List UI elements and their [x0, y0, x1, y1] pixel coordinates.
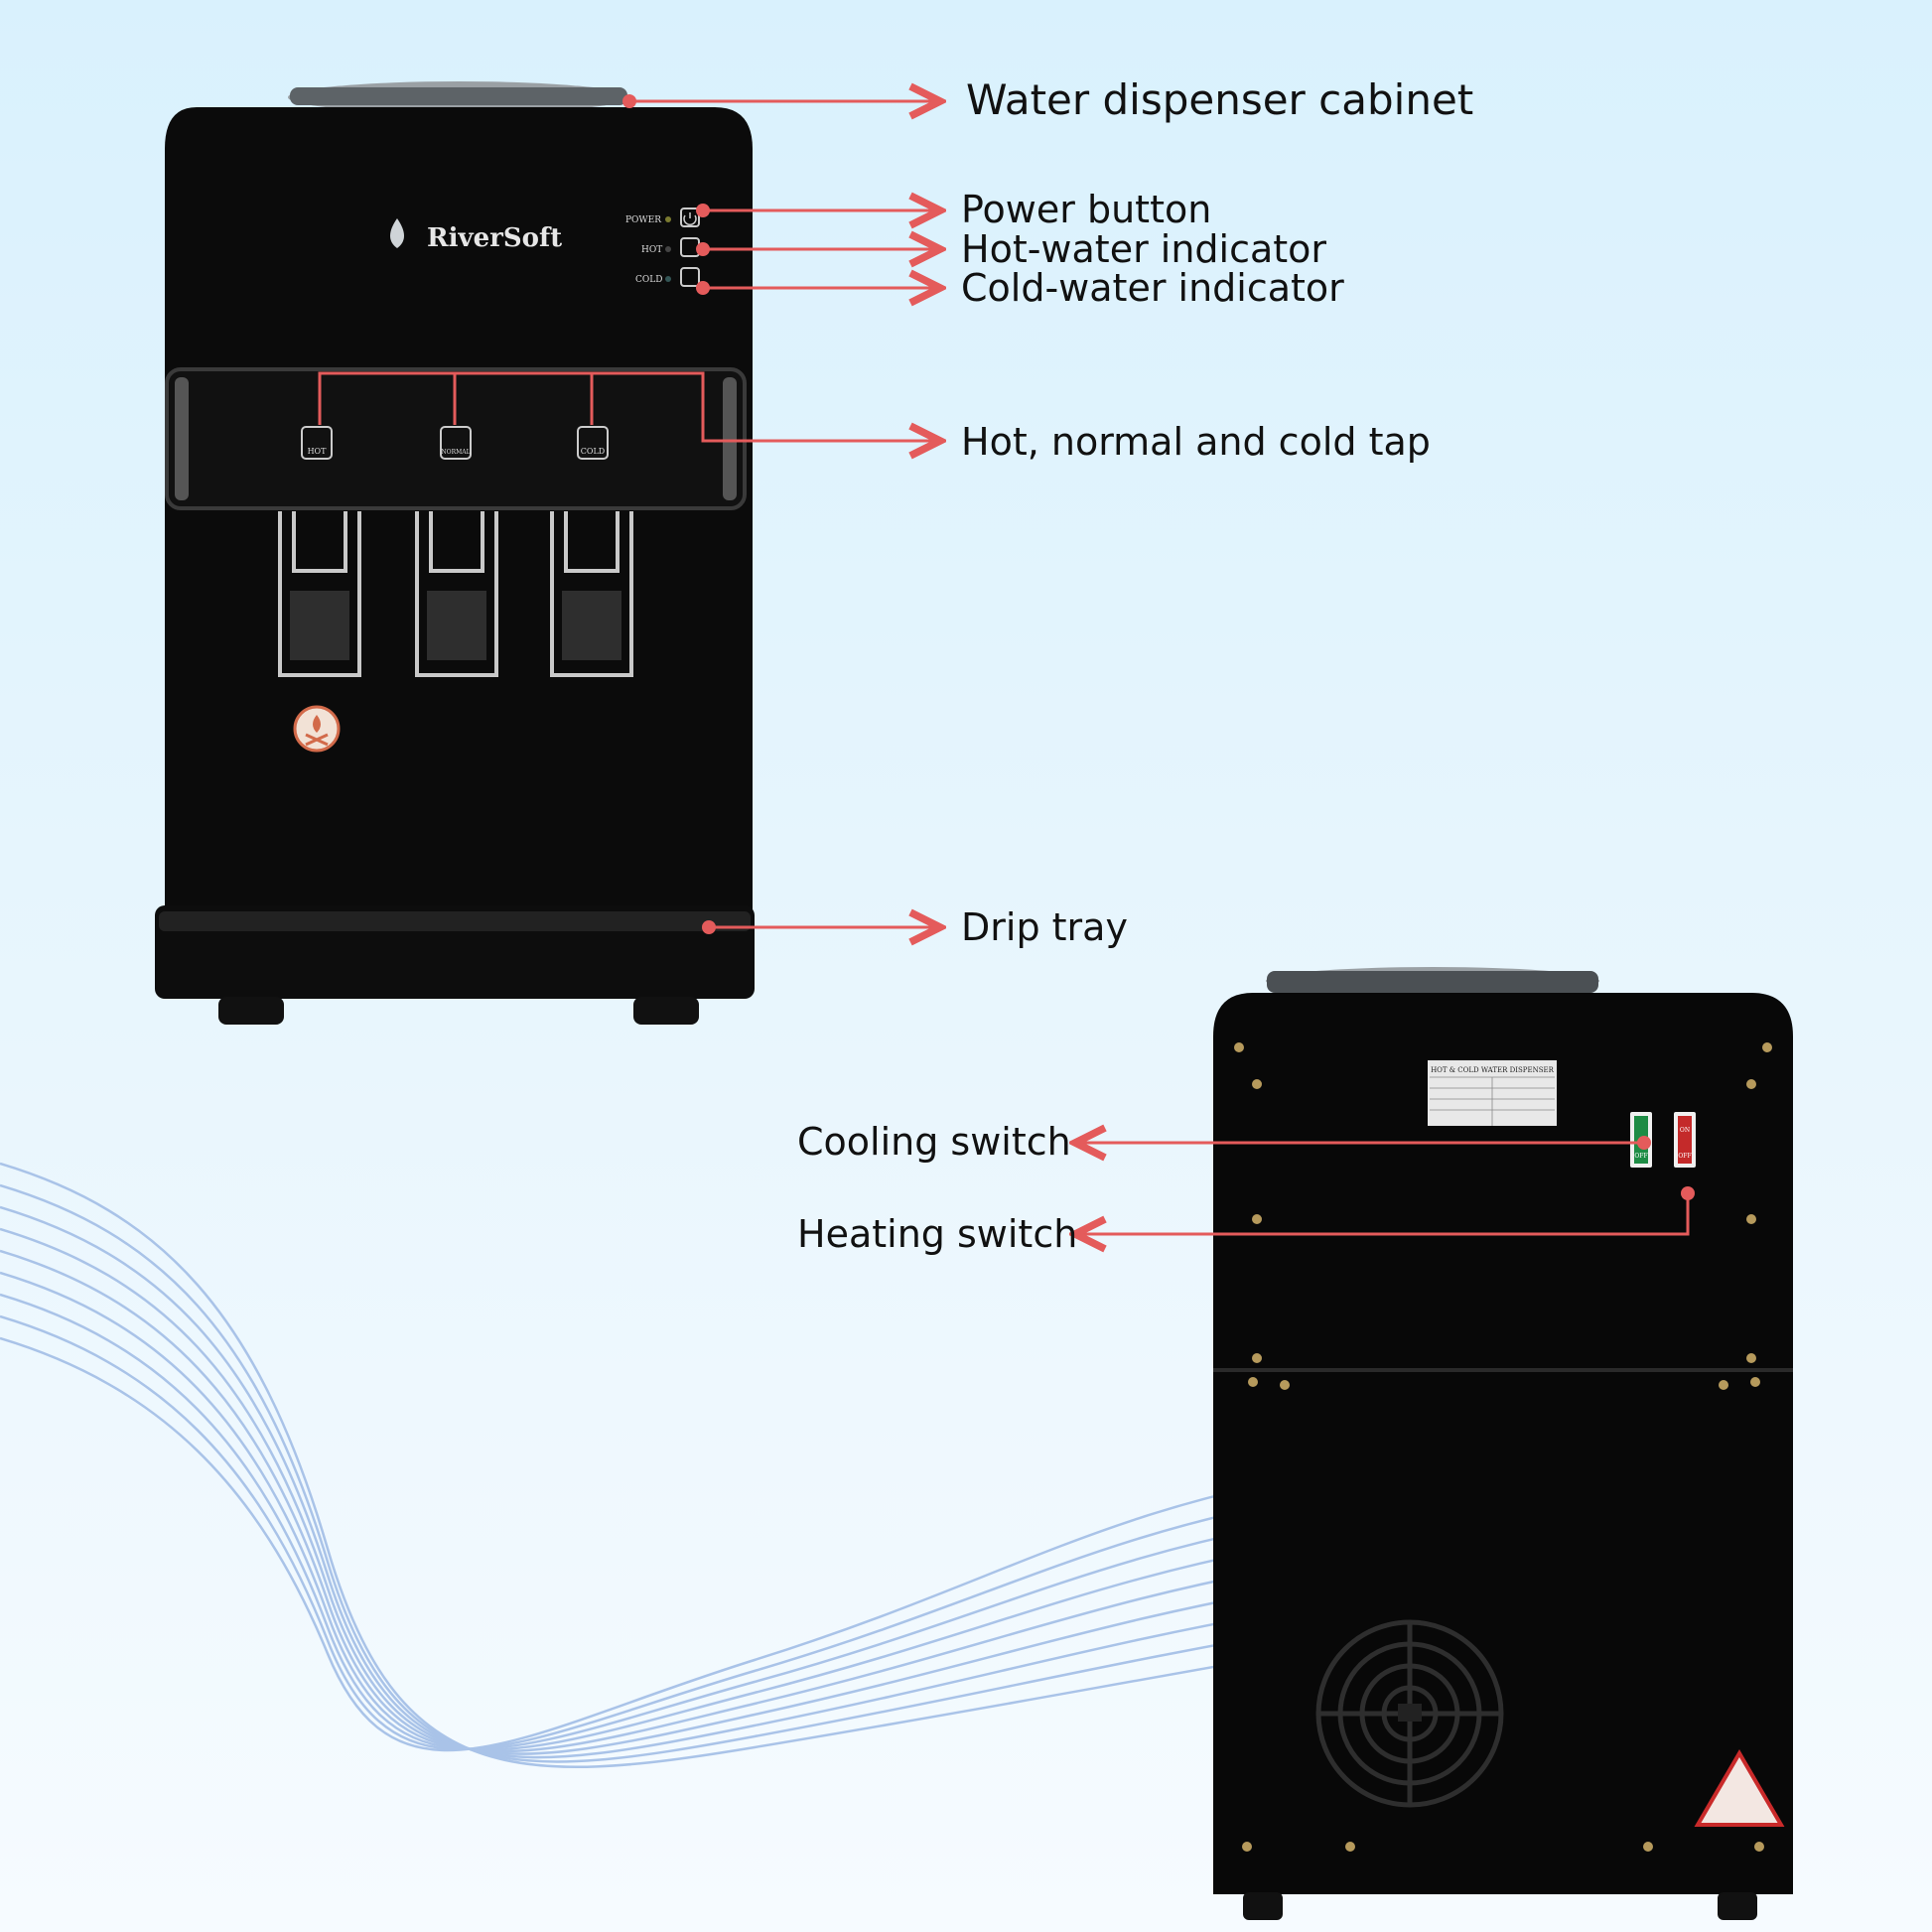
wave-line — [0, 1271, 1321, 1751]
callout-cabinet: Water dispenser cabinet — [966, 75, 1474, 124]
water-drop-icon — [390, 218, 404, 248]
heating-switch-on-label: ON — [1680, 1127, 1690, 1134]
screws — [1234, 1042, 1772, 1852]
heating-switch[interactable]: ON OFF — [1674, 1112, 1696, 1168]
tap-levers — [278, 511, 633, 677]
screw — [1252, 1214, 1262, 1224]
heating-switch-off-label: OFF — [1678, 1153, 1691, 1160]
callout-taps: Hot, normal and cold tap — [961, 420, 1431, 464]
hot-indicator-label: HOT — [641, 245, 662, 255]
wave-line — [0, 1314, 1321, 1751]
screw — [1719, 1380, 1728, 1390]
screw — [1248, 1377, 1258, 1387]
brand-name: RiverSoft — [427, 223, 562, 253]
screw — [1750, 1377, 1760, 1387]
callout-drip-tray: Drip tray — [961, 905, 1128, 949]
leader-taps — [318, 371, 937, 441]
power-label: POWER — [625, 215, 661, 225]
tap-cold-label: COLD — [581, 447, 605, 456]
tap-normal-label: NORMAL — [441, 449, 470, 456]
spec-plate-title: HOT & COLD WATER DISPENSER — [1431, 1066, 1555, 1074]
screw — [1345, 1842, 1355, 1852]
callout-cooling-switch: Cooling switch — [797, 1120, 1071, 1164]
screw — [1252, 1079, 1262, 1089]
leader-heating-switch — [1078, 1193, 1690, 1234]
screw — [1746, 1079, 1756, 1089]
callout-hot-indicator: Hot-water indicator — [961, 227, 1327, 271]
screw — [1242, 1842, 1252, 1852]
cold-indicator — [680, 267, 700, 287]
wave-line — [0, 1336, 1321, 1752]
callout-heating-switch: Heating switch — [797, 1212, 1078, 1256]
cooling-switch-off-label: OFF — [1634, 1153, 1647, 1160]
tap-bar — [165, 367, 747, 510]
screw — [1754, 1842, 1764, 1852]
wave-line — [0, 1249, 1321, 1753]
screw — [1643, 1842, 1653, 1852]
screw — [1746, 1353, 1756, 1363]
power-icon — [683, 212, 697, 225]
tap-hot-label: HOT — [308, 447, 328, 456]
spec-plate: HOT & COLD WATER DISPENSER — [1428, 1060, 1557, 1126]
wave-line — [0, 1293, 1321, 1750]
warning-triangle-icon — [1694, 1749, 1785, 1827]
screw — [1252, 1353, 1262, 1363]
tap-button-cold[interactable]: COLD — [577, 426, 609, 460]
cold-indicator-label: COLD — [635, 275, 662, 285]
child-lock-icon — [293, 705, 341, 753]
callout-power: Power button — [961, 188, 1212, 231]
screw — [1280, 1380, 1290, 1390]
tap-button-hot[interactable]: HOT — [301, 426, 333, 460]
power-led — [665, 216, 671, 222]
callout-cold-indicator: Cold-water indicator — [961, 266, 1344, 310]
screw — [1762, 1042, 1772, 1052]
tap-button-normal[interactable]: NORMAL — [440, 426, 472, 460]
screw — [1234, 1042, 1244, 1052]
power-button[interactable] — [680, 207, 700, 227]
screw — [1746, 1214, 1756, 1224]
